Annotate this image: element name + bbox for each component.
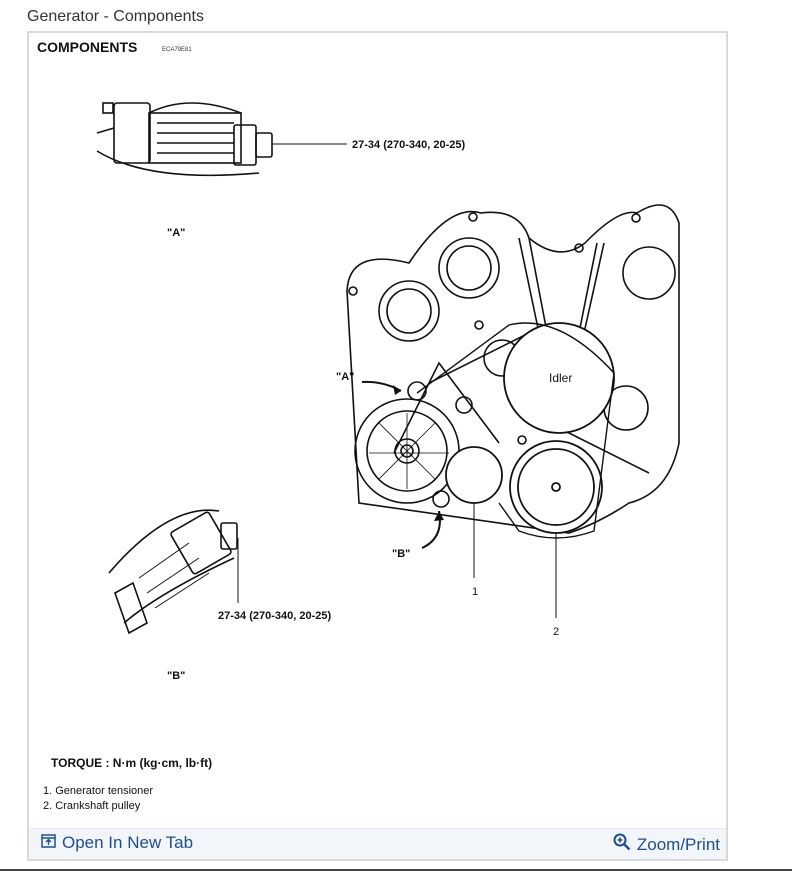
open-new-tab-icon <box>41 833 56 853</box>
callout-b-label: "B" <box>392 548 410 560</box>
number-1-label: 1 <box>472 586 478 598</box>
open-in-new-tab-label: Open In New Tab <box>62 833 194 852</box>
diagram-heading: COMPONENTS <box>37 39 137 55</box>
zoom-icon <box>613 833 631 856</box>
callout-b-arrowhead <box>434 511 444 521</box>
zoom-print-link[interactable]: Zoom/Print <box>613 833 720 856</box>
detail-a-drawing <box>96 102 273 177</box>
diagram-frame: COMPONENTS ECA79E81 27-34 (270-340, 20-2… <box>27 31 728 861</box>
page-title: Generator - Components <box>27 8 204 25</box>
footer-bar: Open In New Tab Zoom/Print <box>29 828 726 859</box>
detail-b-drawing <box>108 509 238 635</box>
legend-item-1: 1. Generator tensioner <box>43 785 153 797</box>
detail-a-label: "A" <box>167 227 185 239</box>
components-diagram[interactable]: COMPONENTS ECA79E81 27-34 (270-340, 20-2… <box>29 33 726 829</box>
torque-units-note: TORQUE : N·m (kg·cm, lb·ft) <box>51 756 212 770</box>
generator-drawing <box>354 381 473 508</box>
tensioner-pulley <box>445 446 503 504</box>
legend-item-2: 2. Crankshaft pulley <box>43 800 141 812</box>
bottom-divider <box>0 869 792 871</box>
zoom-print-label: Zoom/Print <box>636 834 720 854</box>
torque-a-label: 27-34 (270-340, 20-25) <box>352 139 465 151</box>
callout-a-arrowhead <box>393 385 401 395</box>
torque-b-label: 27-34 (270-340, 20-25) <box>218 610 331 622</box>
idler-label: Idler <box>549 371 572 385</box>
detail-b-label: "B" <box>167 670 185 682</box>
number-2-label: 2 <box>553 626 559 638</box>
diagram-code: ECA79E81 <box>162 47 192 53</box>
open-in-new-tab-link[interactable]: Open In New Tab <box>41 833 193 853</box>
callout-a-label: "A" <box>336 371 354 383</box>
drive-belt <box>416 322 615 539</box>
engine-front-drawing <box>346 204 680 534</box>
crankshaft-pulley <box>509 440 603 534</box>
